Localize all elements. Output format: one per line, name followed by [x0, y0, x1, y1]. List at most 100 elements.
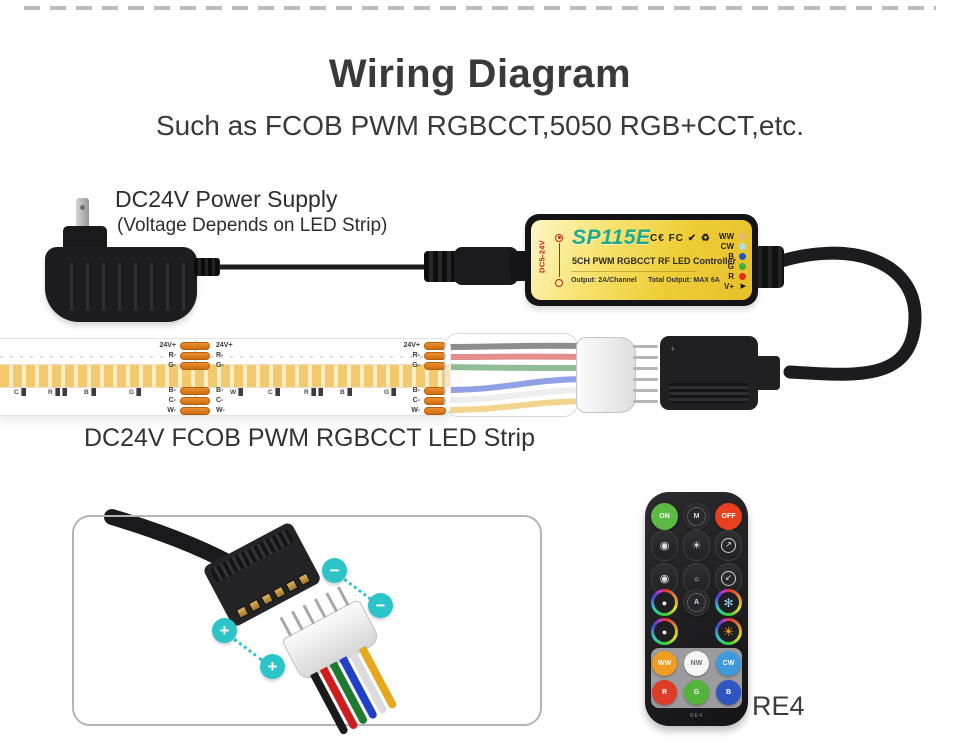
component-mark: G	[384, 388, 397, 397]
snowflake-icon: ✻	[718, 592, 739, 613]
solder-pad	[424, 407, 446, 415]
remote-speed-down-button: ↙	[715, 563, 742, 594]
color-drop-icon: ●	[654, 592, 675, 613]
minus-badge: −	[368, 593, 393, 618]
sun-icon: ☀	[718, 621, 739, 642]
channel-r: R	[700, 272, 748, 282]
plus-badge: +	[260, 654, 285, 679]
recycle-mark: ♻	[700, 233, 711, 244]
brightness-up-icon: ☀	[691, 540, 702, 552]
top-dashed-border	[24, 6, 936, 10]
channel-cw: CW	[700, 242, 748, 252]
remote-nw-key: NW	[684, 651, 709, 676]
pad-label: R-	[216, 352, 224, 359]
remote-bottom-mark: RE4	[690, 713, 703, 719]
remote-warm-effect-button: ☀	[715, 618, 742, 645]
controller-female-connector: +	[660, 336, 758, 410]
fcc-mark: FC	[668, 233, 684, 244]
dc-plug-body	[454, 247, 518, 285]
component-mark: B	[84, 388, 96, 397]
remote-mode-down-button: ◉	[651, 563, 678, 594]
pad-label: W-	[167, 407, 176, 414]
power-adapter-body	[45, 247, 197, 322]
pad-label: C-	[412, 397, 420, 404]
color-drop-icon: ●	[654, 621, 675, 642]
pad-label: W-	[216, 407, 225, 414]
power-supply-sublabel: (Voltage Depends on LED Strip)	[117, 215, 388, 236]
component-mark: R	[48, 388, 67, 397]
vplus-arrow-icon: ▶	[740, 283, 746, 290]
pad-label: 24V+	[159, 342, 176, 349]
power-supply-label: DC24V Power Supply	[115, 186, 338, 212]
solder-pad	[180, 362, 210, 370]
remote-model-label: RE4	[752, 691, 805, 721]
remote-brightness-up-button: ☀	[683, 530, 710, 561]
pad-label: C-	[216, 397, 224, 404]
mode-up-icon: ◉	[659, 540, 670, 552]
component-mark: C	[268, 388, 280, 397]
auto-icon: A	[687, 593, 706, 612]
connector-pin	[633, 389, 658, 392]
g-dot	[739, 263, 746, 270]
cable-strain-relief	[194, 258, 220, 276]
controller-output-cable	[765, 246, 922, 381]
component-mark: G	[129, 388, 142, 397]
pad-label: 24V+	[403, 342, 420, 349]
power-adapter-ribs	[57, 263, 185, 310]
remote-off-button: OFF	[715, 503, 742, 530]
channel-b: B	[700, 252, 748, 262]
connector-cross-mark: +	[670, 344, 676, 354]
plug-prong-base	[63, 226, 107, 251]
strip-cut-line	[195, 340, 196, 412]
controller-input-label: DC5-24V	[537, 240, 547, 273]
channel-vplus: V+▶	[723, 282, 746, 291]
pad-label: W-	[411, 407, 420, 414]
remote-brightness-down-button: ☼	[683, 563, 710, 594]
r-dot	[739, 273, 746, 280]
solder-pad	[424, 397, 446, 405]
remote-on-button: ON	[651, 503, 678, 530]
remote-color-wheel2-button: ●	[651, 618, 678, 645]
component-mark: R	[304, 388, 323, 397]
page-subtitle: Such as FCOB PWM RGBCCT,5050 RGB+CCT,etc…	[155, 110, 805, 141]
ww-dot	[739, 233, 746, 240]
check-mark: ✔	[687, 233, 698, 244]
brightness-down-icon: ☼	[692, 574, 701, 583]
controller-output-rating: Output: 2A/Channel	[571, 277, 637, 284]
solder-pad	[180, 342, 210, 350]
connector-pin	[633, 378, 658, 381]
remote-cw-key: CW	[716, 651, 741, 676]
controller-name: 5CH PWM RGBCCT RF LED Controller	[572, 256, 736, 266]
pad-label: R-	[168, 352, 176, 359]
pad-label: C-	[168, 397, 176, 404]
speed-down-icon: ↙	[721, 571, 736, 586]
remote-mode-up-button: ◉	[651, 530, 678, 561]
component-mark: B	[340, 388, 352, 397]
page-title: Wiring Diagram	[328, 52, 632, 96]
b-dot	[739, 253, 746, 260]
led-strip-label: DC24V FCOB PWM RGBCCT LED Strip	[84, 424, 536, 452]
connector-pin	[633, 400, 658, 403]
remote-r-key: R	[652, 680, 677, 705]
strip-male-connector	[576, 337, 636, 413]
pad-label: G-	[412, 362, 420, 369]
channel-g: G	[700, 262, 748, 272]
pad-label: 24V+	[216, 342, 233, 349]
solder-pad	[424, 352, 446, 360]
certification-marks: C€ FC ✔ ♻	[650, 233, 711, 244]
ce-mark: C€	[650, 233, 665, 244]
remote-cool-effect-button: ✻	[715, 589, 742, 616]
connector-detail-box	[72, 515, 542, 726]
controller-divider	[571, 271, 697, 272]
led-strip-light-band	[0, 364, 450, 388]
pad-label: B-	[168, 387, 176, 394]
plus-badge: +	[212, 618, 237, 643]
solder-pad	[424, 342, 446, 350]
remote-color-wheel-button: ●	[651, 589, 678, 616]
controller-total-output: Total Output: MAX 6A	[648, 277, 720, 284]
plug-prong-hole	[80, 205, 85, 210]
led-strip-chip-row	[0, 356, 450, 358]
pad-label: B-	[412, 387, 420, 394]
solder-pad	[424, 362, 446, 370]
